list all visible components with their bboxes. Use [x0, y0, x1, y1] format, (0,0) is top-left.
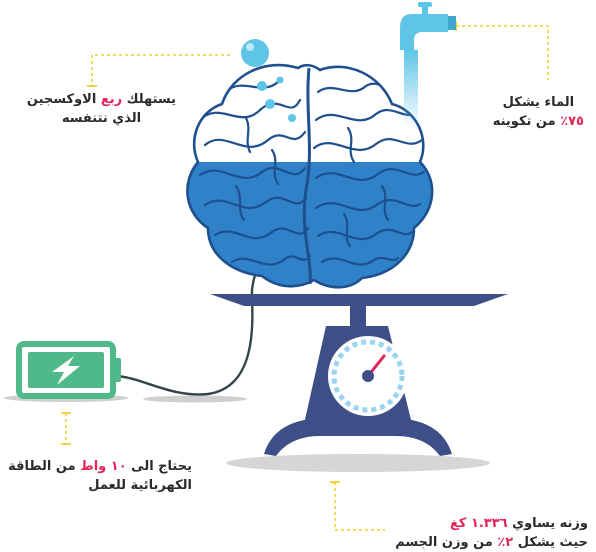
guide-weight [334, 482, 385, 531]
oxygen-bubbles-icon [241, 39, 296, 122]
oxygen-label: يستهلك ربع الاوكسجين الذي نتنفسه [26, 92, 176, 126]
scale-neck [350, 300, 366, 328]
power-label: يحتاج الى ١٠ واط من الطاقة الكهربائية لل… [8, 459, 192, 493]
weight-percent: ٢٪ [497, 535, 514, 550]
guide-oxygen [91, 54, 230, 86]
water-stream [404, 50, 418, 128]
faucet-icon [400, 2, 456, 50]
oxygen-highlight: ربع [100, 92, 123, 107]
weight-highlight: ١.٣٣٦ كغ [449, 516, 508, 531]
water-percent: ٧٥٪ [560, 114, 584, 129]
scale-shadow [226, 454, 490, 472]
guide-water [456, 25, 549, 80]
weight-label: وزنه يساوي ١.٣٣٦ كغ حيث يشكل ٢٪ من وزن ا… [395, 516, 588, 550]
scale-platform [210, 294, 508, 306]
cable-shadow [143, 395, 247, 403]
battery-charging-icon [16, 341, 121, 399]
water-label: الماء يشكل ٧٥٪ من تكوينه [492, 95, 584, 129]
weighing-scale-icon [210, 294, 508, 456]
brain-icon [186, 63, 434, 289]
scale-feet [264, 418, 452, 456]
power-cable [113, 267, 260, 396]
brain-fissure [302, 67, 312, 285]
guide-lines [65, 25, 549, 531]
